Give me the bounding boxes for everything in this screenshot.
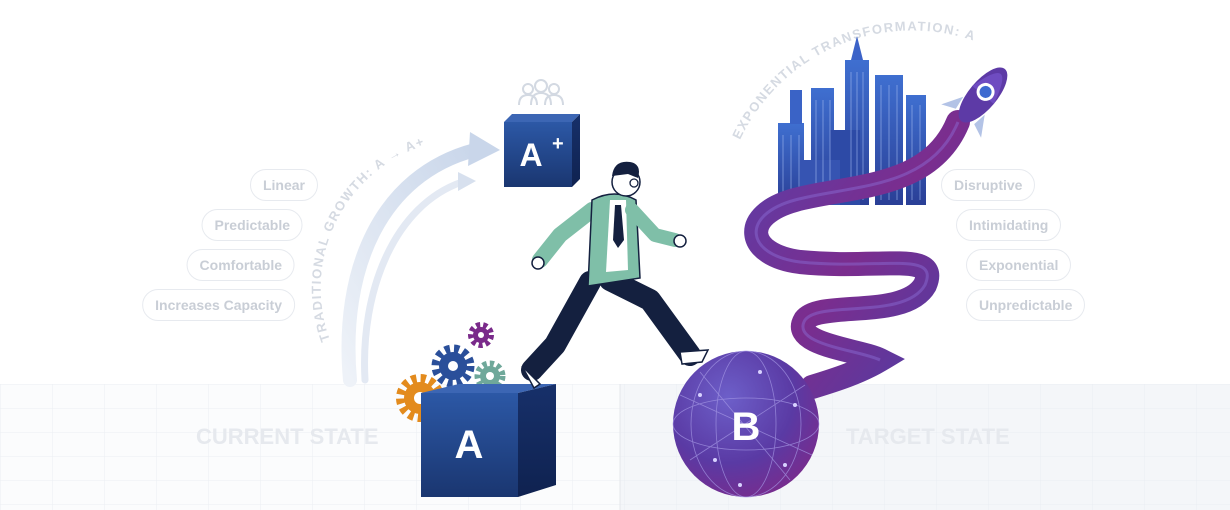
a-box: A	[421, 384, 556, 497]
tag-disruptive: Disruptive	[941, 169, 1036, 201]
tag-comfortable: Comfortable	[186, 249, 295, 281]
gear-green-icon	[474, 360, 506, 392]
tag-increases-capacity: Increases Capacity	[142, 289, 295, 321]
a-plus-superscript: +	[552, 133, 564, 155]
a-letter: A	[455, 423, 484, 467]
tag-exponential: Exponential	[966, 249, 1072, 281]
gear-purple-icon	[468, 322, 494, 348]
rocket-icon	[941, 67, 1008, 138]
tag-unpredictable: Unpredictable	[966, 289, 1086, 321]
a-plus-letter: A	[519, 137, 542, 173]
b-sphere: B	[672, 350, 820, 498]
tag-linear: Linear	[249, 169, 318, 201]
transformation-ribbon	[744, 110, 970, 399]
team-icon	[518, 79, 564, 106]
a-plus-box: A +	[504, 114, 580, 187]
gear-blue-icon	[431, 344, 475, 388]
current-state-label: CURRENT STATE	[196, 424, 379, 449]
tag-predictable: Predictable	[201, 209, 303, 241]
growth-arrows	[341, 132, 500, 387]
tag-intimidating: Intimidating	[956, 209, 1062, 241]
businessman	[521, 161, 710, 390]
floor-grid	[0, 384, 1230, 510]
b-letter: B	[732, 405, 761, 449]
target-state-label: TARGET STATE	[846, 424, 1010, 449]
exponential-transformation-label: EXPONENTIAL TRANSFORMATION: A → B	[0, 0, 983, 141]
gears	[396, 322, 506, 422]
